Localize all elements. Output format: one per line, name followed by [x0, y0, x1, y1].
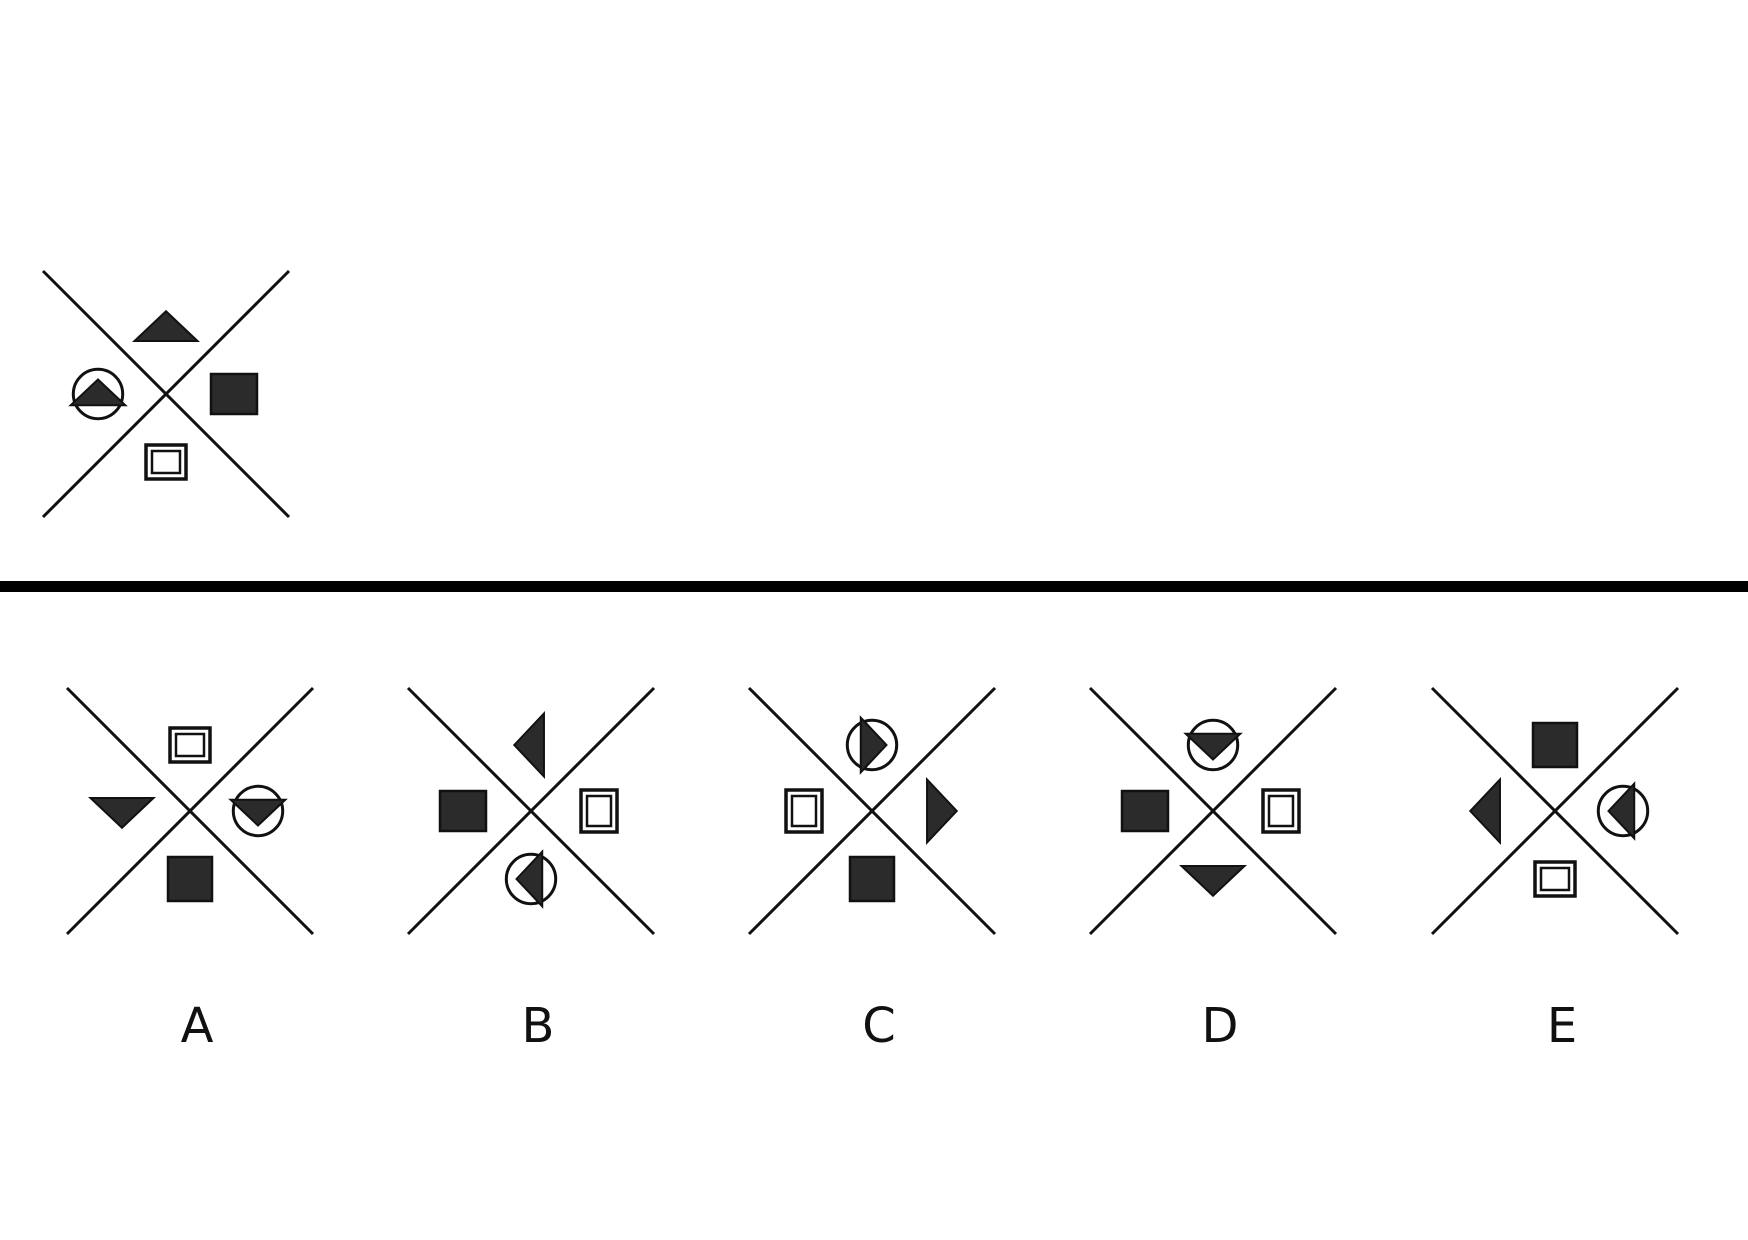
left-triangle — [87, 797, 157, 830]
filled-square — [1120, 789, 1170, 833]
top-triangle — [1183, 718, 1243, 772]
option-c[interactable]: C — [747, 686, 997, 1054]
left-square — [438, 789, 488, 833]
triangle-shape — [1183, 732, 1243, 761]
bottom-square — [144, 443, 188, 481]
option-label: D — [1202, 998, 1239, 1054]
question-figure — [41, 269, 291, 519]
triangle-shape — [512, 710, 545, 780]
circle-outline — [71, 367, 125, 421]
left-triangle — [68, 367, 128, 421]
circle-outline — [504, 852, 558, 906]
top-triangle — [512, 710, 545, 780]
right-square — [209, 372, 259, 416]
cross-line-b — [1430, 686, 1680, 936]
bottom-triangle — [1178, 865, 1248, 898]
filled-square — [1531, 721, 1579, 769]
inner-square — [585, 794, 613, 828]
right-square — [1261, 788, 1301, 834]
option-e[interactable]: E — [1430, 686, 1680, 1054]
cross-line-b — [406, 686, 656, 936]
cross-line-b — [41, 269, 291, 519]
filled-square — [848, 855, 896, 903]
inner-square — [150, 449, 182, 475]
inner-square — [1539, 866, 1571, 892]
triangle-shape — [515, 849, 544, 909]
triangle-shape — [131, 309, 201, 342]
circle-outline — [1596, 784, 1650, 838]
option-label: A — [181, 998, 214, 1054]
circle-outline — [1186, 718, 1240, 772]
right-triangle — [926, 776, 959, 846]
filled-square — [166, 855, 214, 903]
bottom-square — [848, 855, 896, 903]
filled-square — [209, 372, 259, 416]
triangle-shape — [926, 776, 959, 846]
option-label: E — [1547, 998, 1577, 1054]
x-figure — [406, 686, 656, 936]
triangle-shape — [1468, 776, 1501, 846]
top-triangle — [131, 309, 201, 342]
bottom-square — [166, 855, 214, 903]
bottom-square — [1533, 860, 1577, 898]
option-a[interactable]: A — [65, 686, 315, 1054]
cross-line-b — [65, 686, 315, 936]
cross-line-b — [747, 686, 997, 936]
circle-outline — [845, 718, 899, 772]
right-triangle — [228, 784, 288, 838]
top-square — [1531, 721, 1579, 769]
option-label: C — [862, 998, 896, 1054]
triangle-shape — [1607, 781, 1636, 841]
top-triangle — [845, 715, 899, 775]
x-figure — [747, 686, 997, 936]
triangle-shape — [68, 378, 128, 407]
top-square — [168, 726, 212, 764]
option-d[interactable]: D — [1088, 686, 1338, 1054]
x-figure — [1430, 686, 1680, 936]
option-label: B — [522, 998, 555, 1054]
left-triangle — [1468, 776, 1501, 846]
filled-square — [438, 789, 488, 833]
inner-square — [174, 732, 206, 758]
right-square — [579, 788, 619, 834]
triangle-shape — [859, 715, 888, 775]
triangle-shape — [228, 798, 288, 827]
options-row: A B C D E — [65, 686, 1680, 1054]
x-figure — [41, 269, 291, 519]
triangle-shape — [87, 797, 157, 830]
divider-line — [0, 581, 1748, 592]
cross-line-b — [1088, 686, 1338, 936]
triangle-shape — [1178, 865, 1248, 898]
left-square — [1120, 789, 1170, 833]
inner-square — [790, 794, 818, 828]
circle-outline — [231, 784, 285, 838]
left-square — [784, 788, 824, 834]
right-triangle — [1596, 781, 1650, 841]
option-b[interactable]: B — [406, 686, 656, 1054]
inner-square — [1267, 794, 1295, 828]
x-figure — [65, 686, 315, 936]
x-figure — [1088, 686, 1338, 936]
bottom-triangle — [504, 849, 558, 909]
